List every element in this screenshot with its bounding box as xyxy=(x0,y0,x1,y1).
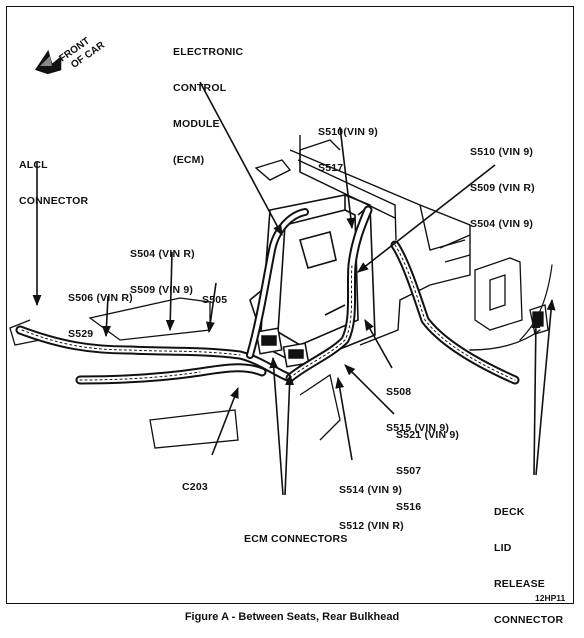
s521-s507-s516-label: S521 (VIN 9) S507 S516 xyxy=(396,405,459,525)
ecm-connector-pair xyxy=(255,327,310,368)
splice-pads xyxy=(9,297,239,449)
s510-s517-label: S510(VIN 9) S517 xyxy=(318,102,378,186)
connector-label-line: RELEASE xyxy=(494,578,545,590)
figure-caption: Figure A - Between Seats, Rear Bulkhead xyxy=(184,611,400,623)
connector-label-line: LID xyxy=(494,542,512,554)
splice-label-line: S517 xyxy=(318,162,344,174)
splice-label-line: S507 xyxy=(396,465,422,477)
front-of-car-arrow-icon xyxy=(34,49,62,75)
connector-label-line: C203 xyxy=(182,481,208,493)
c203-label: C203 xyxy=(182,457,208,505)
front-of-car-label: FRONT OF CAR xyxy=(57,30,107,75)
connector-label-line: DECK xyxy=(494,506,525,518)
ecm-label-line: CONTROL xyxy=(173,82,227,94)
deck-lid-release-connector-label: DECK LID RELEASE CONNECTOR xyxy=(494,482,563,638)
ecm-label-line: (ECM) xyxy=(173,154,205,166)
ecm-label-line: MODULE xyxy=(173,118,220,130)
connector-label-line: ECM CONNECTORS xyxy=(244,533,348,545)
splice-label-line: S510(VIN 9) xyxy=(318,126,378,138)
splice-label-line: S508 xyxy=(386,386,412,398)
s504-s509-label: S504 (VIN R) S509 (VIN 9) xyxy=(130,224,195,308)
s514-s512-label: S514 (VIN 9) S512 (VIN R) xyxy=(339,460,404,544)
splice-label-line: S510 (VIN 9) xyxy=(470,146,534,158)
s508-s515-label: S508 S515 (VIN 9) xyxy=(386,362,449,446)
splice-label-line: S505 xyxy=(202,294,228,306)
ecm-connectors-label: ECM CONNECTORS xyxy=(244,509,348,557)
splice-label-line: S515 (VIN 9) xyxy=(386,422,450,434)
alcl-connector-label: ALCL CONNECTOR xyxy=(19,135,88,219)
s506-s529-label: S506 (VIN R) S529 xyxy=(68,268,133,352)
splice-label-line: S514 (VIN 9) xyxy=(339,484,403,496)
splice-label-line: S506 (VIN R) xyxy=(68,292,133,304)
splice-label-line: S504 (VIN R) xyxy=(130,248,195,260)
figure-code: 12HP11 xyxy=(535,593,566,603)
ecm-label-line: ELECTRONIC xyxy=(173,46,244,58)
splice-label-line: S504 (VIN 9) xyxy=(470,218,534,230)
s510-s509-s504-label: S510 (VIN 9) S509 (VIN R) S504 (VIN 9) xyxy=(470,122,535,242)
splice-label-line: S521 (VIN 9) xyxy=(396,429,460,441)
ecm-label: ELECTRONIC CONTROL MODULE (ECM) xyxy=(173,22,243,178)
callout-leaders xyxy=(32,81,556,496)
splice-label-line: S509 (VIN R) xyxy=(470,182,535,194)
wiring-harness xyxy=(15,205,553,385)
splice-label-line: S529 xyxy=(68,328,94,340)
splice-label-line: S516 xyxy=(396,501,422,513)
alcl-label-line: CONNECTOR xyxy=(19,195,89,207)
connector-label-line: CONNECTOR xyxy=(494,614,564,626)
splice-label-line: S512 (VIN R) xyxy=(339,520,404,532)
deck-lid-hardware xyxy=(299,257,549,441)
figure-frame xyxy=(6,6,574,604)
alcl-label-line: ALCL xyxy=(19,159,48,171)
s505-label: S505 xyxy=(202,270,227,318)
splice-label-line: S509 (VIN 9) xyxy=(130,284,194,296)
